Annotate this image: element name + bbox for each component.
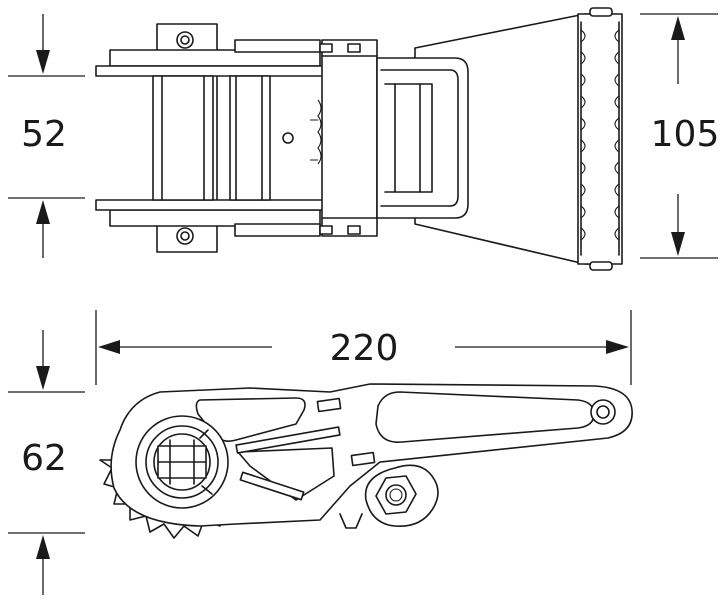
dimension-width-top: 52 [8,14,85,258]
side-view-hex-nut [364,464,439,527]
side-view-spool [135,415,229,509]
dimension-length-side: 220 [95,310,632,385]
top-view: 52 105 [8,7,720,271]
side-view: 220 62 [8,310,633,595]
side-view-lever [110,383,633,529]
top-view-frame [95,49,329,227]
top-view-lever [234,39,469,237]
dimension-label-52: 52 [21,114,67,155]
dimension-height-side: 62 [8,330,85,595]
dimension-label-105: 105 [651,114,720,155]
dimension-height-top: 105 [640,13,720,259]
dimension-label-220: 220 [330,328,399,369]
dimension-label-62: 62 [21,438,67,479]
